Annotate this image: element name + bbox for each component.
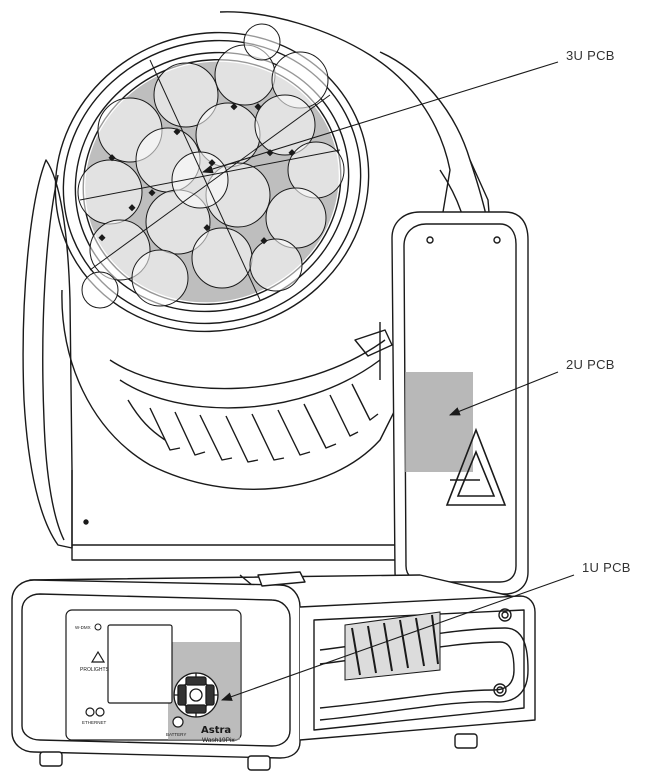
ethernet-label: ETHERNET <box>82 720 107 725</box>
led-lens-grid <box>77 23 345 309</box>
arrow-3u-pcb <box>201 61 559 174</box>
base-vent-slots <box>351 614 439 676</box>
battery-label: BATTERY <box>166 732 186 737</box>
ethernet-port-2-icon <box>95 707 105 717</box>
pcb-2u-highlight <box>405 372 473 472</box>
left-yoke-arm <box>22 159 73 549</box>
lcd-display <box>107 624 173 704</box>
ethernet-port-icon <box>85 707 95 717</box>
brand-label: Astra <box>201 725 231 736</box>
yoke-body <box>71 470 401 561</box>
callout-arrows <box>201 61 575 701</box>
power-label: W-DMX <box>75 625 91 630</box>
prolights-logo-icon <box>90 650 106 663</box>
label-3u-pcb: 3U PCB <box>566 48 615 63</box>
wdmx-indicator-icon <box>94 623 102 631</box>
nav-button-cluster <box>173 672 219 718</box>
model-label: Wash19Pix <box>202 737 235 744</box>
battery-button-icon <box>172 716 184 728</box>
brand-triangle-logo <box>445 427 507 506</box>
label-1u-pcb: 1U PCB <box>582 560 631 575</box>
control-panel: W-DMX PROLIGHTS ETHERNET BATTERY Astra W… <box>65 609 242 744</box>
arrow-1u-pcb <box>220 574 575 701</box>
logo-label: PROLIGHTS <box>80 667 110 673</box>
label-2u-pcb: 2U PCB <box>566 357 615 372</box>
arrow-2u-pcb <box>448 371 559 416</box>
head-shell <box>61 11 493 491</box>
